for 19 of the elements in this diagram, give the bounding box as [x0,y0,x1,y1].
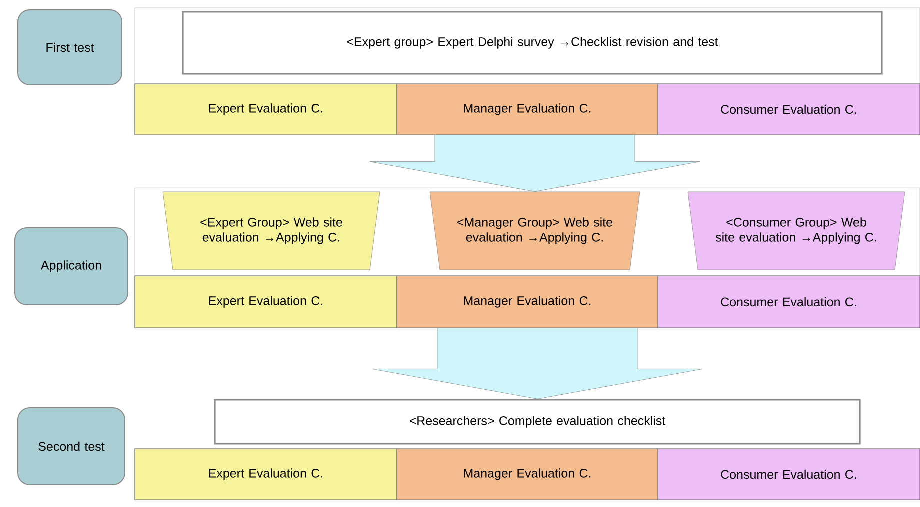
group-box: <Expert Group> Web site evaluation →Applying C. [162,192,380,270]
header-box: <Expert group> Expert Delphi survey →Checklist revision and test [182,11,883,75]
category-box: Consumer Evaluation C. [658,276,920,328]
category-box: Manager Evaluation C. [396,84,658,136]
group-box: <Manager Group> Web site evaluation →Applying C. [430,192,640,270]
category-box: Expert Evaluation C. [134,276,398,328]
category-box: Consumer Evaluation C. [658,448,920,500]
block-arrow [370,135,700,192]
group-box: <Consumer Group> Web site evaluation →Applying C. [688,192,906,270]
block-arrow [372,328,703,400]
header-box: <Researchers> Complete evaluation checklist [214,399,861,445]
category-box: Manager Evaluation C. [396,276,658,328]
category-box: Expert Evaluation C. [134,448,398,500]
stage-box: First test [18,10,122,86]
stage-box: Second test [18,408,126,486]
category-box: Consumer Evaluation C. [658,84,920,136]
category-box: Expert Evaluation C. [134,84,398,136]
category-box: Manager Evaluation C. [396,448,658,500]
stage-box: Application [14,228,128,306]
